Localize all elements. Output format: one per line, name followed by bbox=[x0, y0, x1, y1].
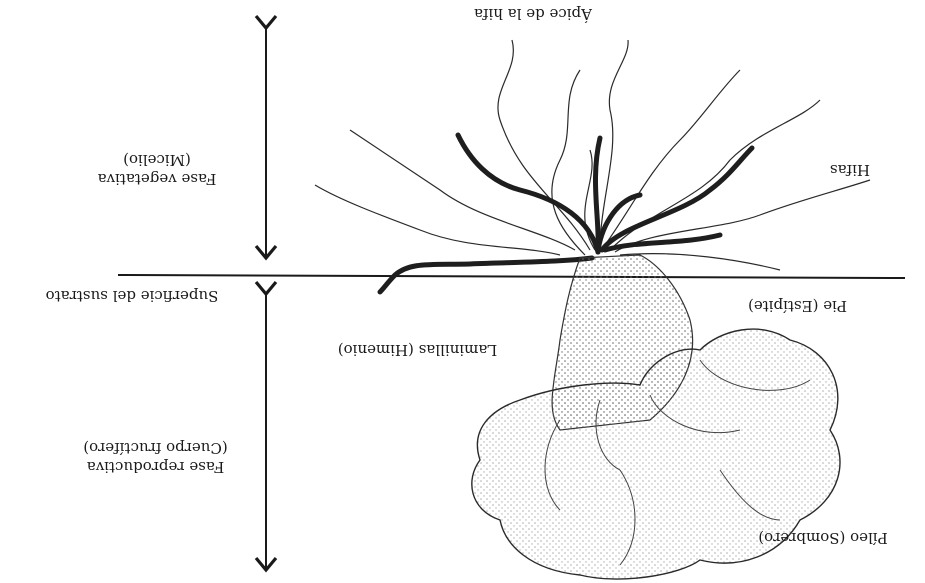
apex-label: Ápice de la hifa bbox=[448, 4, 618, 23]
substrate-line bbox=[118, 275, 905, 278]
substrate-label: Superficie del sustrato bbox=[2, 286, 262, 305]
vegetative-phase-label: Fase vegetativa (Micelio) bbox=[62, 150, 252, 188]
reproductive-phase-line1: Fase reproductiva bbox=[48, 457, 263, 476]
reproductive-phase-label: Fase reproductiva (Cuerpo fructífero) bbox=[48, 438, 263, 476]
vegetative-phase-line2: (Micelio) bbox=[62, 150, 252, 169]
stipe-label: Pie (Estípite) bbox=[715, 296, 880, 315]
thick-hyphae bbox=[380, 135, 752, 292]
vegetative-phase-line1: Fase vegetativa bbox=[62, 169, 252, 188]
cap-label: Píleo (Sombrero) bbox=[728, 528, 918, 547]
gills-label: Laminillas (Himenio) bbox=[295, 340, 540, 359]
hyphae-label: Hifas bbox=[815, 160, 885, 179]
reproductive-phase-line2: (Cuerpo fructífero) bbox=[48, 438, 263, 457]
